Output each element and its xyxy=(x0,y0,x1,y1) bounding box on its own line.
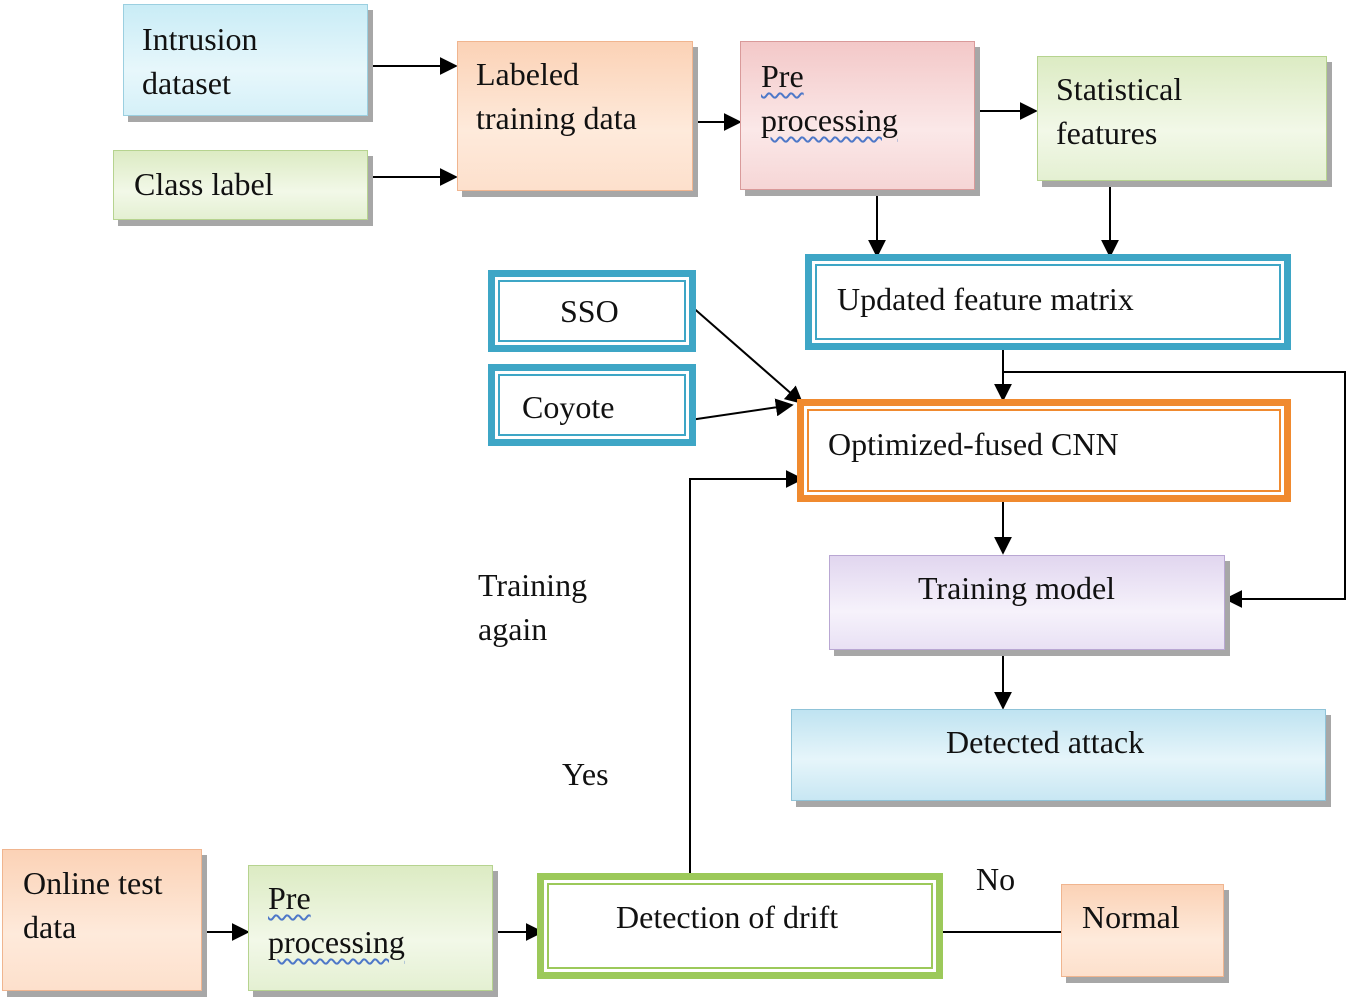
arrow-matrix-to-training-model xyxy=(1003,371,1346,608)
intrusion-dataset-box: Intrusion dataset xyxy=(123,4,368,116)
arrow-sso-to-cnn xyxy=(689,304,804,405)
class-label-box: Class label xyxy=(113,150,368,220)
detection-of-drift-text: Detection of drift xyxy=(616,899,839,935)
detected-attack-text: Detected attack xyxy=(946,724,1145,760)
pre-processing-bottom-line1: Pre xyxy=(268,880,311,916)
online-test-data-line2: data xyxy=(23,909,77,945)
online-test-data-box: Online test data xyxy=(2,849,202,991)
pre-processing-top-line1: Pre xyxy=(761,58,804,94)
detected-attack-box: Detected attack xyxy=(791,709,1326,801)
statistical-features-line1: Statistical xyxy=(1056,71,1183,107)
intrusion-dataset-line2: dataset xyxy=(142,65,231,101)
statistical-features-line2: features xyxy=(1056,115,1158,151)
normal-box: Normal xyxy=(1061,884,1224,977)
sso-box: SSO xyxy=(488,270,696,352)
intrusion-dataset-line1: Intrusion xyxy=(142,21,258,57)
coyote-text: Coyote xyxy=(522,389,615,425)
sso-text: SSO xyxy=(560,293,619,329)
pre-processing-bottom-line2: processing xyxy=(268,924,405,960)
class-label-text: Class label xyxy=(134,166,274,202)
training-again-label-line1: Training xyxy=(478,567,588,603)
statistical-features-box: Statistical features xyxy=(1037,56,1327,181)
pre-processing-top-line2: processing xyxy=(761,102,898,138)
pre-processing-bottom-box: Pre processing xyxy=(248,865,493,991)
labeled-training-line1: Labeled xyxy=(476,56,580,92)
yes-label: Yes xyxy=(562,756,609,792)
optimized-fused-cnn-box: Optimized-fused CNN xyxy=(797,399,1291,502)
optimized-fused-cnn-text: Optimized-fused CNN xyxy=(828,426,1119,462)
training-model-box: Training model xyxy=(829,555,1225,650)
arrow-coyote-to-cnn xyxy=(689,398,794,421)
labeled-training-data-box: Labeled training data xyxy=(457,41,693,191)
labeled-training-line2: training data xyxy=(476,100,637,136)
updated-feature-matrix-box: Updated feature matrix xyxy=(805,254,1291,350)
normal-text: Normal xyxy=(1082,899,1180,935)
training-model-text: Training model xyxy=(918,570,1116,606)
detection-of-drift-box: Detection of drift xyxy=(537,873,943,979)
training-again-label-line2: again xyxy=(478,611,548,647)
updated-feature-matrix-text: Updated feature matrix xyxy=(837,281,1134,317)
coyote-box: Coyote xyxy=(488,364,696,446)
arrow-drift-yes-to-cnn xyxy=(689,470,804,875)
no-label: No xyxy=(976,861,1016,897)
pre-processing-top-box: Pre processing xyxy=(740,41,975,190)
online-test-data-line1: Online test xyxy=(23,865,163,901)
